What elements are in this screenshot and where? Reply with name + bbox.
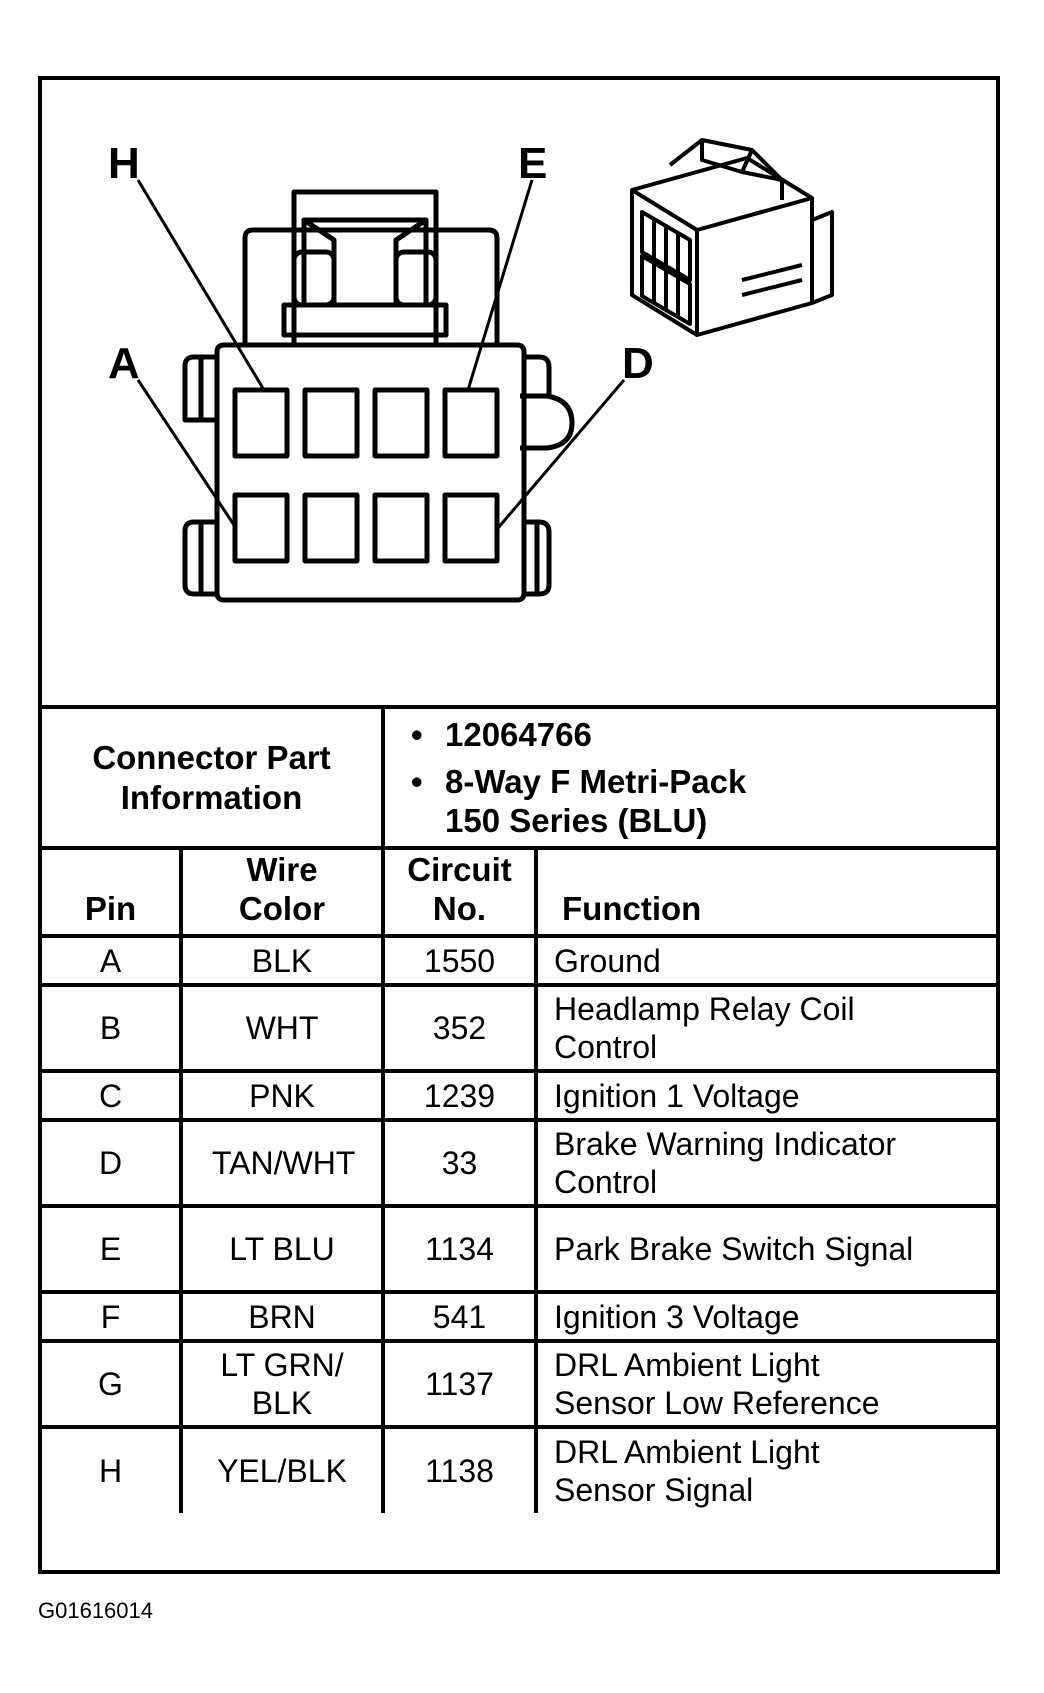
wire-color-cell: PNK bbox=[179, 1069, 385, 1122]
pin-cavity-c bbox=[372, 492, 430, 564]
left-ear-top bbox=[182, 354, 217, 423]
pin-cell: C bbox=[42, 1069, 183, 1122]
circuit-no-cell: 33 bbox=[381, 1118, 538, 1208]
circuit-no-cell: 1138 bbox=[381, 1425, 538, 1513]
connector-part-info-row: Connector Part Information • 12064766 • … bbox=[42, 705, 996, 850]
wire-color-cell: BRN bbox=[179, 1290, 385, 1343]
wire-color-cell: LT GRN/ BLK bbox=[179, 1339, 385, 1429]
function-cell: DRL Ambient Light Sensor Low Reference bbox=[534, 1339, 996, 1429]
pin-cavity-g bbox=[302, 387, 360, 459]
pin-cell: H bbox=[42, 1425, 183, 1513]
function-cell: Ignition 1 Voltage bbox=[534, 1069, 996, 1122]
right-side-tab bbox=[520, 393, 575, 451]
part-series-item: • 8-Way F Metri-Pack 150 Series (BLU) bbox=[411, 763, 747, 839]
pin-label-d: D bbox=[622, 339, 654, 388]
connector-face-drawing: H E A D bbox=[108, 138, 834, 603]
connector-part-info-list: • 12064766 • 8-Way F Metri-Pack 150 Seri… bbox=[381, 705, 996, 850]
right-ear-bottom bbox=[524, 519, 552, 597]
pin-cavity-h bbox=[232, 387, 290, 459]
circuit-no-cell: 541 bbox=[381, 1290, 538, 1343]
part-number-item: • 12064766 bbox=[411, 716, 592, 753]
leader-line-a bbox=[136, 379, 238, 529]
latch-inner bbox=[301, 217, 429, 305]
pin-cavity-f bbox=[372, 387, 430, 459]
connector-figure-frame: H E A D bbox=[38, 76, 1000, 1574]
leader-line-d bbox=[496, 379, 626, 529]
connector-isometric-icon bbox=[630, 138, 834, 337]
function-cell: DRL Ambient Light Sensor Signal bbox=[534, 1425, 996, 1513]
header-wire-color: Wire Color bbox=[179, 846, 385, 936]
function-cell: Headlamp Relay Coil Control bbox=[534, 983, 996, 1073]
pin-cell: A bbox=[42, 934, 183, 987]
pin-label-h: H bbox=[108, 139, 140, 188]
wire-color-cell: TAN/WHT bbox=[179, 1118, 385, 1208]
function-cell: Brake Warning Indicator Control bbox=[534, 1118, 996, 1208]
right-ear-top bbox=[524, 354, 552, 399]
circuit-no-cell: 1239 bbox=[381, 1069, 538, 1122]
wire-color-cell: YEL/BLK bbox=[179, 1425, 385, 1513]
pin-label-e: E bbox=[518, 139, 547, 188]
left-ear-bottom bbox=[182, 519, 217, 597]
connector-part-info-label: Connector Part Information bbox=[42, 705, 385, 850]
pin-cavity-d bbox=[442, 492, 500, 564]
circuit-no-cell: 1134 bbox=[381, 1204, 538, 1294]
header-circuit-no: Circuit No. bbox=[381, 846, 538, 936]
pin-cell: B bbox=[42, 983, 183, 1073]
circuit-no-cell: 1137 bbox=[381, 1339, 538, 1429]
connector-pinout-table: Connector Part Information • 12064766 • … bbox=[42, 705, 996, 1513]
figure-code: G01616014 bbox=[38, 1598, 153, 1623]
function-cell: Park Brake Switch Signal bbox=[534, 1204, 996, 1294]
pin-cell: F bbox=[42, 1290, 183, 1343]
wire-color-cell: WHT bbox=[179, 983, 385, 1073]
pin-cell: D bbox=[42, 1118, 183, 1208]
header-function: Function bbox=[534, 846, 996, 936]
wire-color-cell: BLK bbox=[179, 934, 385, 987]
table-header-row: Pin Wire Color Circuit No. Function bbox=[42, 846, 996, 936]
pin-cell: E bbox=[42, 1204, 183, 1294]
wire-color-cell: LT BLU bbox=[179, 1204, 385, 1294]
pin-cavity-b bbox=[302, 492, 360, 564]
circuit-no-cell: 1550 bbox=[381, 934, 538, 987]
connector-latch bbox=[291, 189, 439, 345]
pin-label-a: A bbox=[108, 339, 140, 388]
leader-line-h bbox=[136, 179, 266, 391]
leader-line-e bbox=[466, 179, 534, 391]
function-cell: Ground bbox=[534, 934, 996, 987]
function-cell: Ignition 3 Voltage bbox=[534, 1290, 996, 1343]
connector-diagram: H E A D bbox=[42, 80, 996, 705]
pin-cavity-e bbox=[442, 387, 500, 459]
latch-bar bbox=[281, 302, 449, 338]
pin-cavity-a bbox=[232, 492, 290, 564]
header-pin: Pin bbox=[42, 846, 183, 936]
pin-cell: G bbox=[42, 1339, 183, 1429]
circuit-no-cell: 352 bbox=[381, 983, 538, 1073]
connector-housing-top bbox=[242, 227, 500, 345]
